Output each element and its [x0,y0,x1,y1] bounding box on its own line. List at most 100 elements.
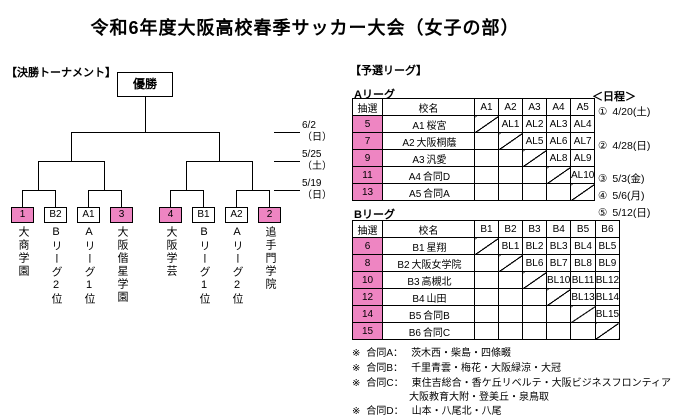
team-id: B5 [409,310,422,322]
match-cell [474,271,499,289]
team-name: 合同C [422,327,451,339]
team-name: 合同D [422,171,451,183]
table-header-row: 抽選 校名 A1 A2 A3 A4 A5 [352,98,596,116]
note-mark: ※ [352,406,361,416]
schedule-date: 5/3(金) [612,173,645,185]
match-cell: BL9 [594,254,621,272]
slot-team-name: Aリーグ2位 [225,226,248,358]
match-cell: AL3 [546,115,571,133]
self-cell [498,254,523,272]
match-cell: BL2 [522,237,547,255]
team-name-text: 大阪学芸 [165,226,177,278]
bracket-line [88,190,122,191]
bracket-line [219,132,220,162]
note-teams: 茨木西・柴島・四條畷 [411,348,512,359]
draw-cell: 15 [352,322,383,340]
team-name-text: 大商学園 [17,226,29,278]
team-name: 合同B [423,310,450,322]
note-label: 合同A： [366,348,404,359]
schedule-date: 5/6(月) [612,190,645,202]
slot-seed-box: A1 [77,207,100,223]
team-name-text: Bリーグ2位 [50,226,62,306]
match-cell [474,132,499,150]
bracket-line [236,190,270,191]
match-cell [498,305,523,323]
match-cell: BL15 [594,305,621,323]
preliminary-league-label: 【予選リーグ】 [350,65,427,77]
match-cell: AL1 [498,115,523,133]
note-goudou-c: ※合同C：東住吉総合・香ケ丘リベルテ・大阪ビジネスフロンティア [352,374,671,389]
col-header: B5 [570,220,596,238]
self-cell [569,183,596,201]
col-header-draw: 抽選 [352,220,383,238]
champion-box: 優勝 [117,72,173,97]
round-date-text: 5/25 [302,149,322,160]
team-id: B6 [408,327,421,339]
note-goudou-d: ※合同D：山本・八尾北・八尾 [352,402,502,416]
bracket-line [104,161,105,191]
match-cell: AL7 [569,132,596,150]
schedule-date: 4/20(土) [612,106,651,118]
match-cell [545,305,572,323]
self-cell [474,237,499,255]
team-name-text: Bリーグ1位 [198,226,210,306]
match-cell: AL9 [569,149,596,167]
league-b-label: Bリーグ [354,209,395,221]
match-cell [522,305,547,323]
team-id: A3 [412,154,425,166]
note-goudou-c-cont: 大阪教育大附・登美丘・泉鳥取 [409,388,549,403]
draw-cell: 9 [352,149,383,167]
team-id: B4 [412,293,425,305]
round-tick [274,132,300,133]
note-goudou-b: ※合同B：千里青雲・梅花・大阪緑涼・大冠 [352,359,561,374]
self-cell [498,132,523,150]
round-tick [274,190,300,191]
schedule-num: ⑤ [598,207,608,219]
bracket-line [71,132,220,133]
team-name: 桜宮 [426,120,447,132]
schedule-num: ③ [598,173,608,185]
draw-cell: 10 [352,271,383,289]
col-header: A4 [546,98,571,116]
slot-seed-box: B2 [44,207,67,223]
match-cell: AL8 [546,149,571,167]
match-cell: AL4 [569,115,596,133]
note-label: 合同D： [366,406,404,416]
slot-team-name: 大商学園 [11,226,34,358]
col-header-draw: 抽選 [352,98,383,116]
match-cell: BL3 [545,237,572,255]
note-teams: 大阪教育大附・登美丘・泉鳥取 [409,392,549,403]
slot-team-name: 追手門学院 [258,226,281,358]
col-header: B1 [474,220,499,238]
bracket-line [22,190,56,191]
match-cell: BL6 [522,254,547,272]
match-cell [498,166,523,184]
round-date-quarterfinal: 5/19 （日） [302,178,348,202]
match-cell: AL10 [569,166,596,184]
bracket-line [186,161,253,162]
slot-seed-box: 3 [110,207,133,223]
team-name-text: Aリーグ1位 [83,226,95,306]
match-cell [546,183,571,201]
col-header: B4 [545,220,572,238]
match-cell: BL10 [545,271,572,289]
draw-cell: 13 [352,183,383,201]
team-name-text: 大阪偕星学園 [116,226,128,304]
slot-seed-box: 2 [258,207,281,223]
round-tick [274,161,300,162]
match-cell: AL6 [546,132,571,150]
team-name: 汎愛 [426,154,447,166]
team-name-text: 追手門学院 [264,226,276,291]
bracket-line [38,161,39,191]
